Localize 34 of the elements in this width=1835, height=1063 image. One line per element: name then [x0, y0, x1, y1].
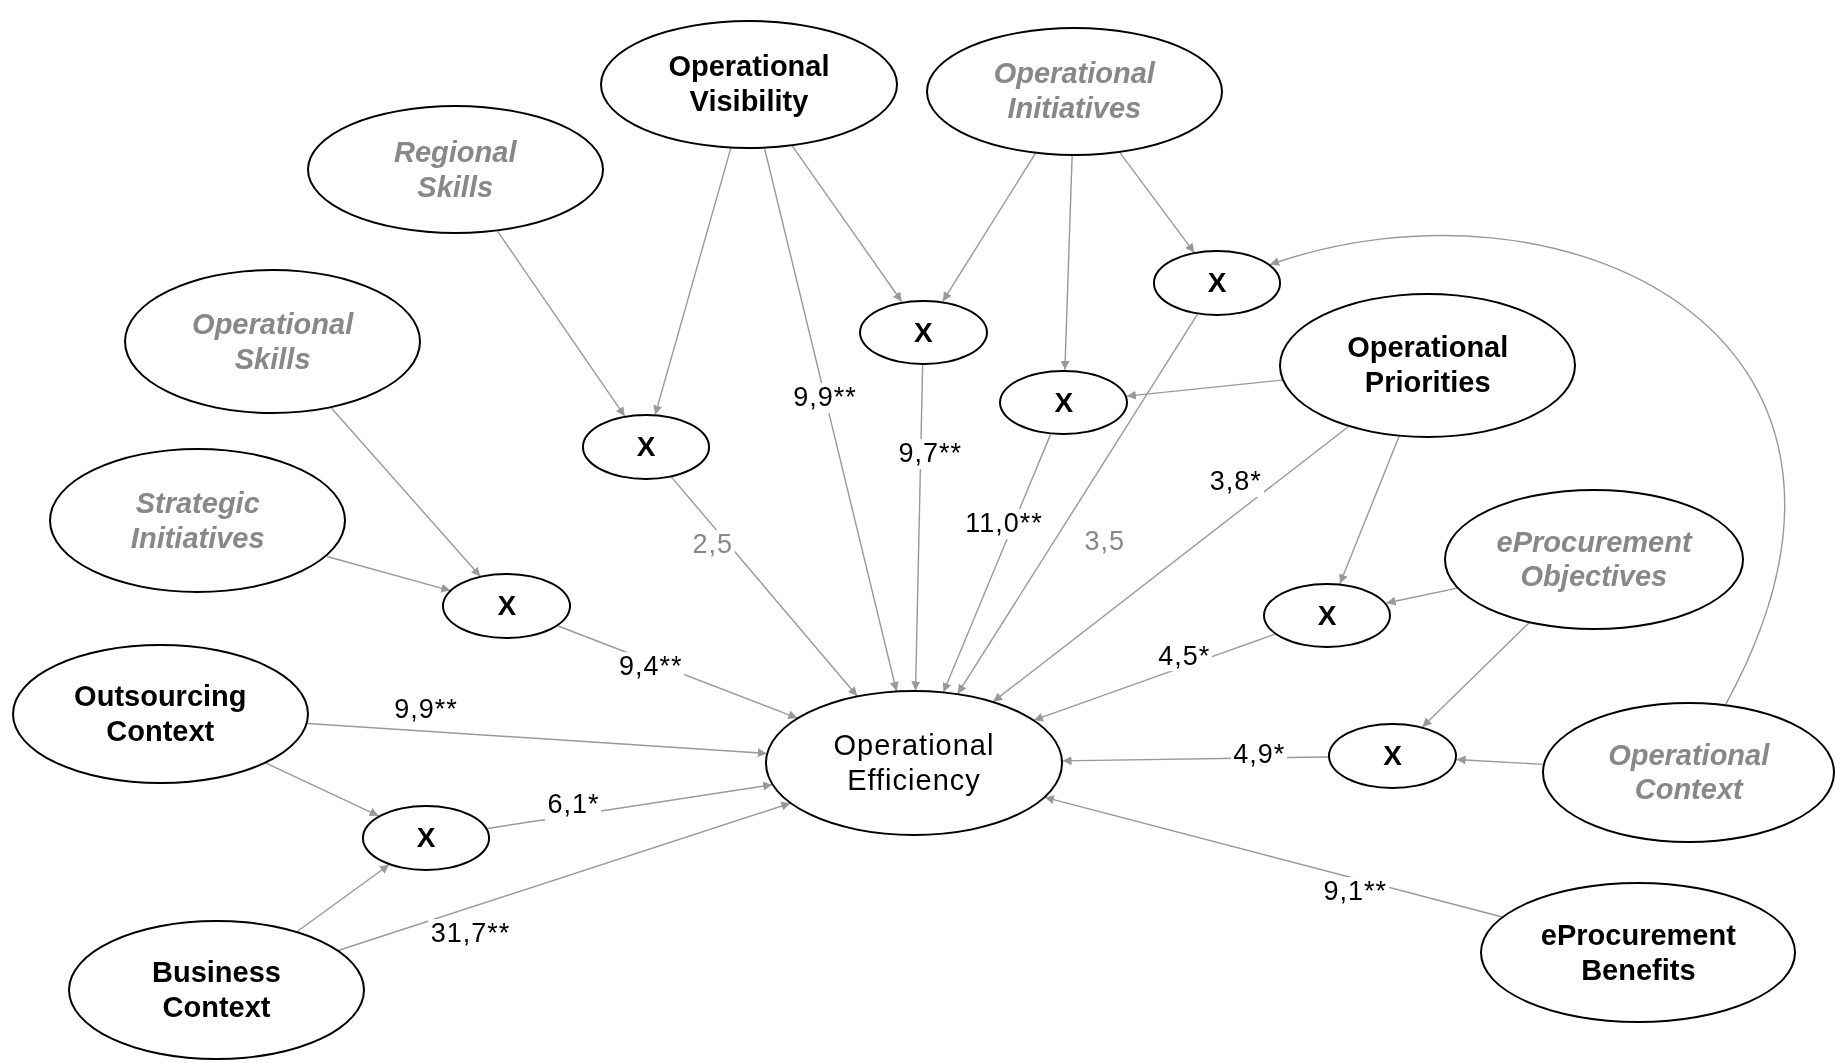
node-label: Outsourcing Context	[73, 679, 248, 749]
node-label: Operational Efficiency	[832, 728, 996, 798]
node-label: Operational Visibility	[667, 49, 831, 120]
node-label: eProcurement Benefits	[1539, 917, 1737, 988]
arrow	[1060, 154, 1073, 371]
arrow	[1044, 795, 1503, 918]
node-label: Operational Skills	[191, 306, 355, 377]
arrow	[992, 425, 1350, 703]
arrow	[296, 864, 390, 932]
node-label: X	[1317, 598, 1337, 633]
node-label: Strategic Initiatives	[129, 485, 266, 556]
node-label: X	[1054, 385, 1074, 420]
arrow	[653, 147, 732, 416]
node-label: X	[636, 430, 656, 464]
node-label: Operational Priorities	[1346, 330, 1510, 400]
node-label: Operational Context	[1607, 737, 1771, 808]
edge-label: 9,1**	[1321, 876, 1389, 907]
node-label: X	[914, 315, 933, 350]
node-label: X	[497, 589, 517, 623]
node-label: Business Context	[151, 955, 282, 1025]
node-label: Regional Skills	[393, 134, 518, 205]
node-label: X	[1383, 739, 1402, 773]
node-label: X	[1207, 266, 1227, 300]
node-label: X	[416, 821, 436, 855]
arrow	[338, 801, 792, 951]
node-label: Operational Initiatives	[992, 56, 1157, 127]
arrow	[265, 762, 380, 817]
arrow	[911, 364, 924, 692]
arrow	[1339, 435, 1400, 585]
arrow	[1455, 755, 1545, 766]
arrow	[763, 147, 899, 692]
edge-label: 9,9**	[791, 383, 859, 413]
node-label: eProcurement Objectives	[1496, 524, 1692, 595]
arrow	[326, 555, 451, 593]
